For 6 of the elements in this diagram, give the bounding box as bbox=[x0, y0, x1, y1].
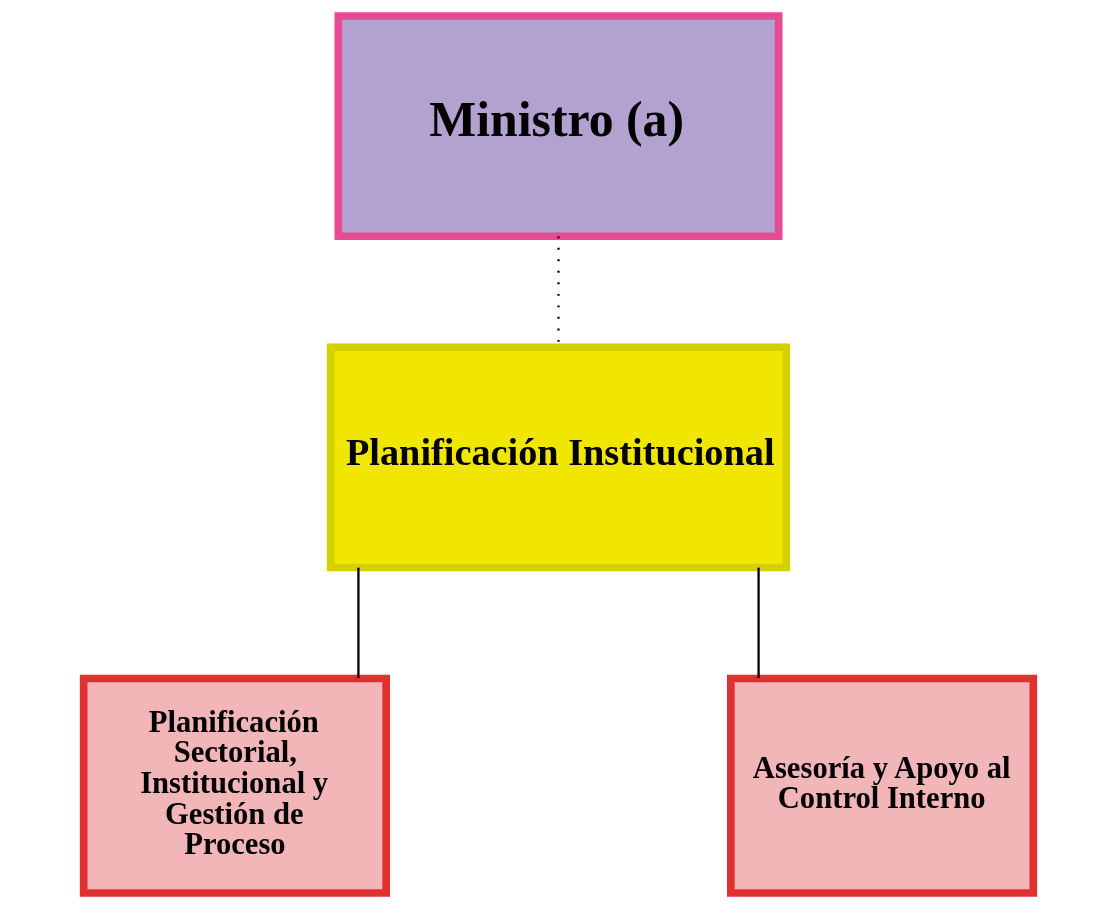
connector bbox=[757, 567, 760, 678]
node-box: Ministro (a) bbox=[334, 12, 783, 241]
node-box: Asesoría y Apoyo al Control Interno bbox=[727, 674, 1038, 897]
connector bbox=[357, 567, 360, 678]
node-box: Planificación Sectorial, Institucional y Gestión de Proceso bbox=[79, 674, 390, 897]
node-box: Planificación Institucional bbox=[326, 343, 791, 572]
